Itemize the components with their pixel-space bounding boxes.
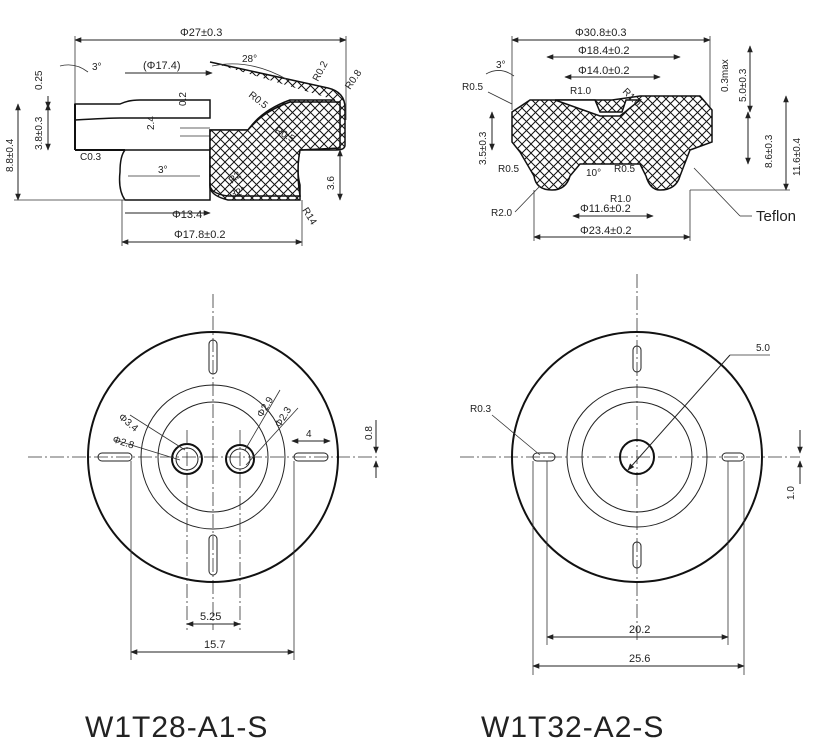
hole-right — [225, 444, 255, 474]
dim-label: 4 — [306, 429, 312, 440]
dim-label: Φ23.4±0.2 — [580, 225, 632, 237]
slot-right — [721, 452, 745, 462]
dim-label: 3.6 — [326, 176, 337, 190]
slot-bottom — [632, 541, 642, 569]
dim-label: 8.8±0.4 — [5, 138, 16, 172]
right-section-view: Φ30.8±0.3 Φ18.4±0.2 Φ14.0±0.2 3° R0.5 R1… — [462, 27, 803, 241]
center-hole — [619, 439, 655, 475]
slot-top — [208, 339, 218, 375]
dim-outer-dia: Φ27±0.3 — [180, 27, 222, 39]
dim-label: R1.0 — [610, 194, 632, 205]
seal-hatched-core — [209, 101, 341, 197]
dim-label: R0.5 — [498, 164, 520, 175]
dim-label: Φ13.4 — [172, 209, 202, 221]
dim-label: R0.8 — [343, 68, 364, 92]
dim-label: 8.6±0.3 — [764, 134, 775, 168]
dim-label: 3° — [496, 60, 506, 71]
slot-bottom — [208, 534, 218, 576]
right-outer-circle — [511, 331, 763, 583]
slot-left — [532, 452, 556, 462]
dim-label: 3° — [158, 165, 168, 176]
dim-label: 25.6 — [629, 653, 650, 665]
dim-label: Φ17.8±0.2 — [174, 229, 226, 241]
dim-label: 28° — [242, 54, 257, 65]
left-model-label: W1T28-A1-S — [85, 711, 268, 744]
right-model-label: W1T32-A2-S — [481, 711, 664, 744]
upper-rim — [74, 99, 211, 121]
dim-label: 1.0 — [786, 486, 797, 500]
dim-label: 0.3max — [720, 59, 731, 92]
dim-label: C0.3 — [80, 152, 102, 163]
slot-right — [293, 452, 329, 462]
dim-label: R0.2 — [311, 59, 331, 83]
dim-label: 3.5±0.3 — [478, 131, 489, 165]
dim-label: Φ2.8 — [111, 434, 136, 451]
slot-left — [97, 452, 133, 462]
dim-label: R0.5 — [246, 90, 270, 112]
dim-label: 11.6±0.4 — [792, 137, 803, 176]
right-center-cavity — [554, 99, 643, 117]
dim-label: 20.2 — [629, 624, 650, 636]
dim-label: Φ18.4±0.2 — [578, 45, 630, 57]
dim-label: R2.0 — [491, 208, 513, 219]
dim-label: Φ2.9 — [255, 395, 276, 420]
dim-label: R1.0 — [570, 86, 592, 97]
dim-label: 2.4 — [146, 116, 157, 130]
dim-label: Φ2.3 — [273, 405, 294, 430]
dim-label: Φ3.4 — [116, 412, 140, 435]
dim-label: 5.0±0.3 — [738, 68, 749, 102]
dim-label: 15.7 — [204, 639, 225, 651]
left-plan-view: Φ3.4 Φ2.8 Φ2.9 Φ2.3 4 0.8 5.25 15.7 — [28, 294, 379, 660]
dim-label: 3° — [92, 62, 102, 73]
dim-label: R0.5 — [462, 82, 484, 93]
dim-label: 0.25 — [34, 70, 45, 90]
right-seal-hatched-section — [511, 95, 713, 191]
dim-label: 32° — [229, 185, 247, 201]
dim-label: 5.25 — [200, 611, 221, 623]
dim-label: R0.5 — [614, 164, 636, 175]
slot-top — [632, 345, 642, 373]
dim-label: 3.8±0.3 — [34, 116, 45, 150]
right-plan-view: 5.0 R0.3 1.0 20.2 25.6 — [460, 274, 803, 675]
dim-label: Φ14.0±0.2 — [578, 65, 630, 77]
dim-label: 0.8 — [364, 426, 375, 440]
dim-hole-174: (Φ17.4) — [143, 60, 181, 72]
material-label: Teflon — [756, 208, 796, 225]
dim-label: Φ11.6±0.2 — [580, 203, 631, 215]
dim-label: 5.0 — [756, 343, 770, 354]
dim-label: R0.3 — [470, 404, 492, 415]
dim-label: 0.2 — [178, 92, 189, 106]
dim-label: Φ30.8±0.3 — [575, 27, 627, 39]
dim-label: 10° — [586, 168, 601, 179]
left-section-view: Φ27±0.3 (Φ17.4) 3° 28° R0.5 R0.2 R0.8 R0… — [5, 27, 365, 246]
left-outer-circle — [87, 331, 339, 583]
